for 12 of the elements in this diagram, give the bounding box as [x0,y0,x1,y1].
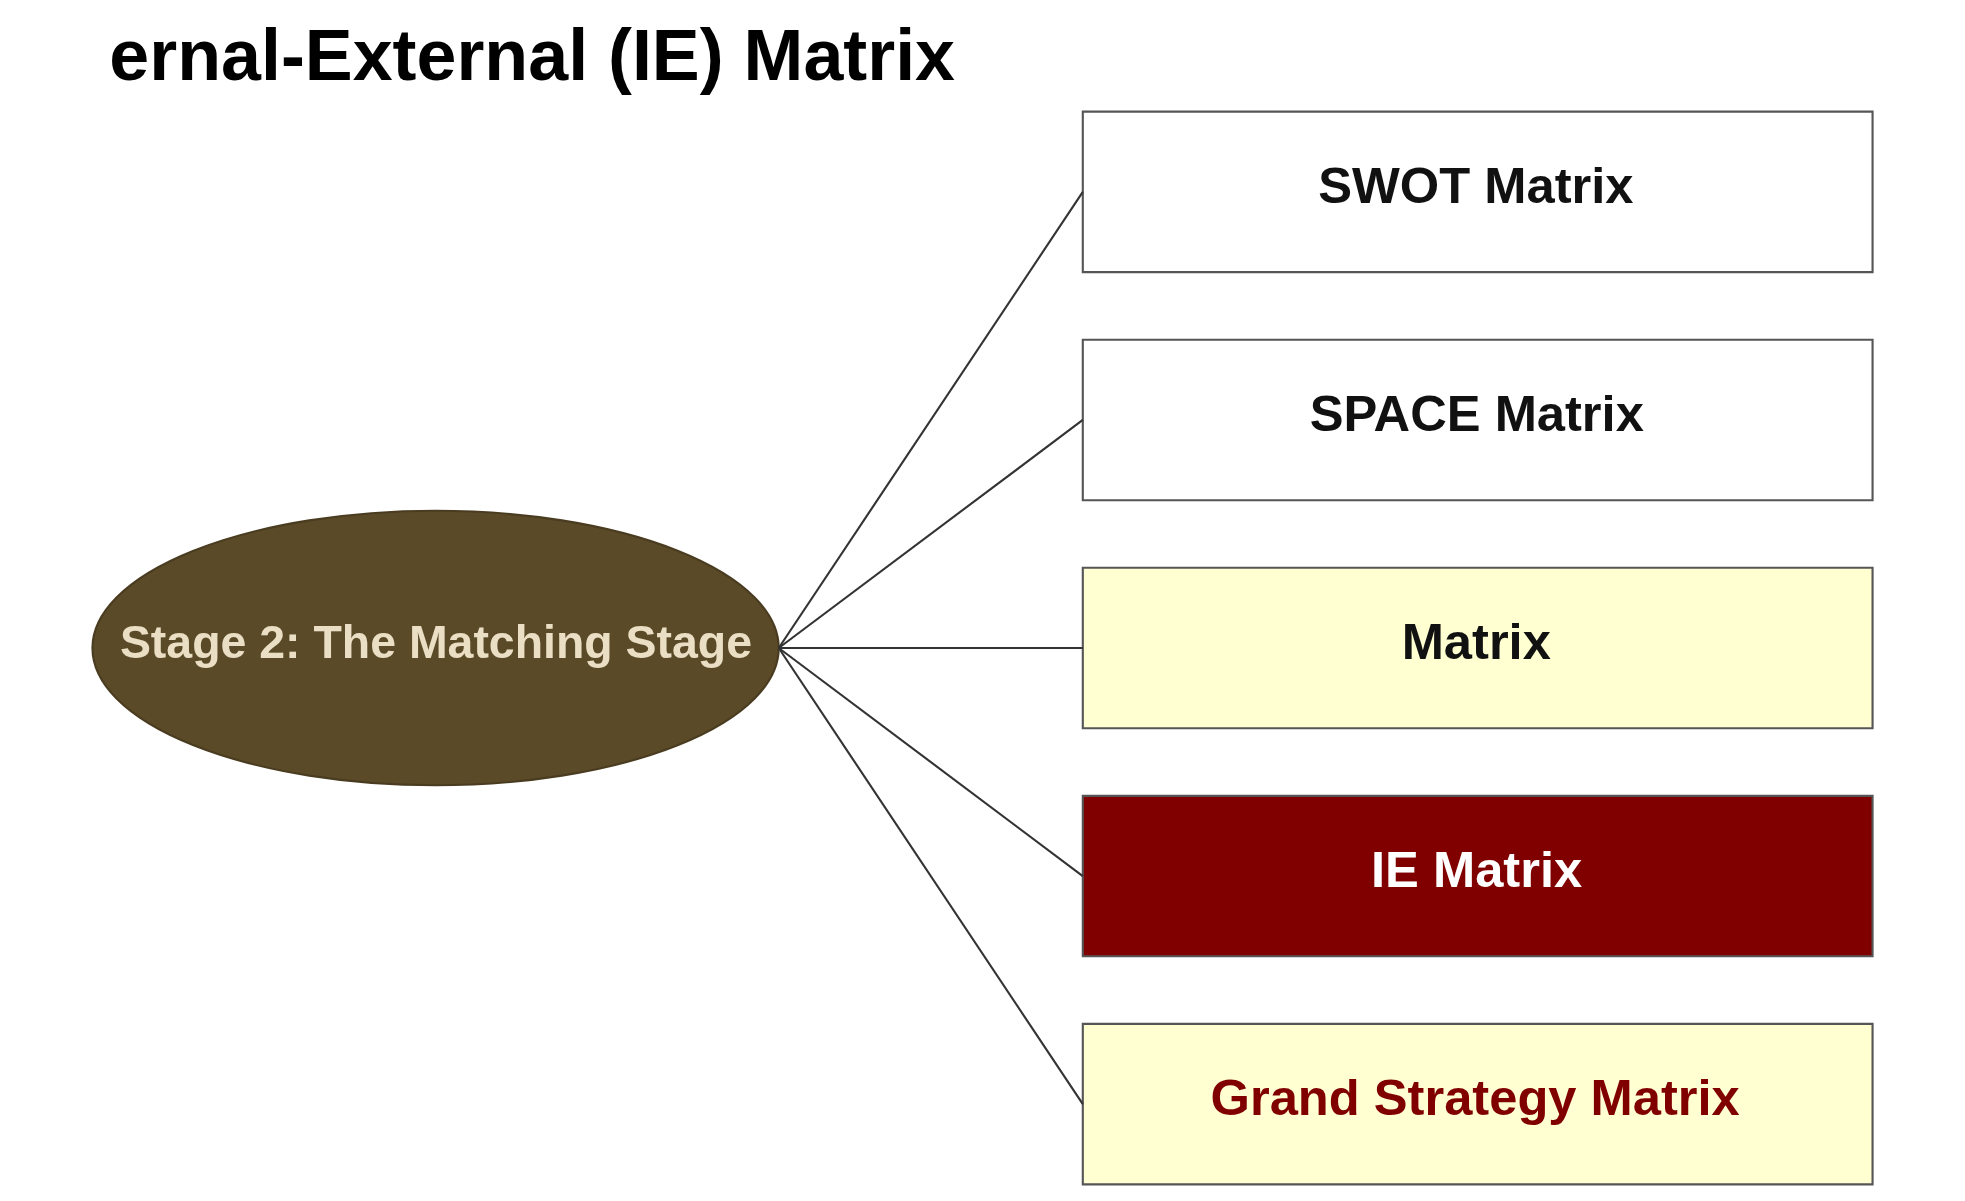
node-box: SPACE Matrix [1081,338,1874,502]
node-box: SWOT Matrix [1081,110,1874,274]
node-ellipse: Stage 2: The Matching Stage [91,509,780,787]
connector [778,646,1083,650]
connector [778,419,1084,649]
connector [778,647,1084,877]
node-box: IE Matrix [1081,794,1874,958]
node-box: Matrix [1081,566,1874,730]
diagram-title: ernal-External (IE) Matrix [109,15,956,96]
node-box: Grand Strategy Matrix [1081,1022,1874,1186]
connector [777,191,1084,649]
connector [777,647,1084,1105]
